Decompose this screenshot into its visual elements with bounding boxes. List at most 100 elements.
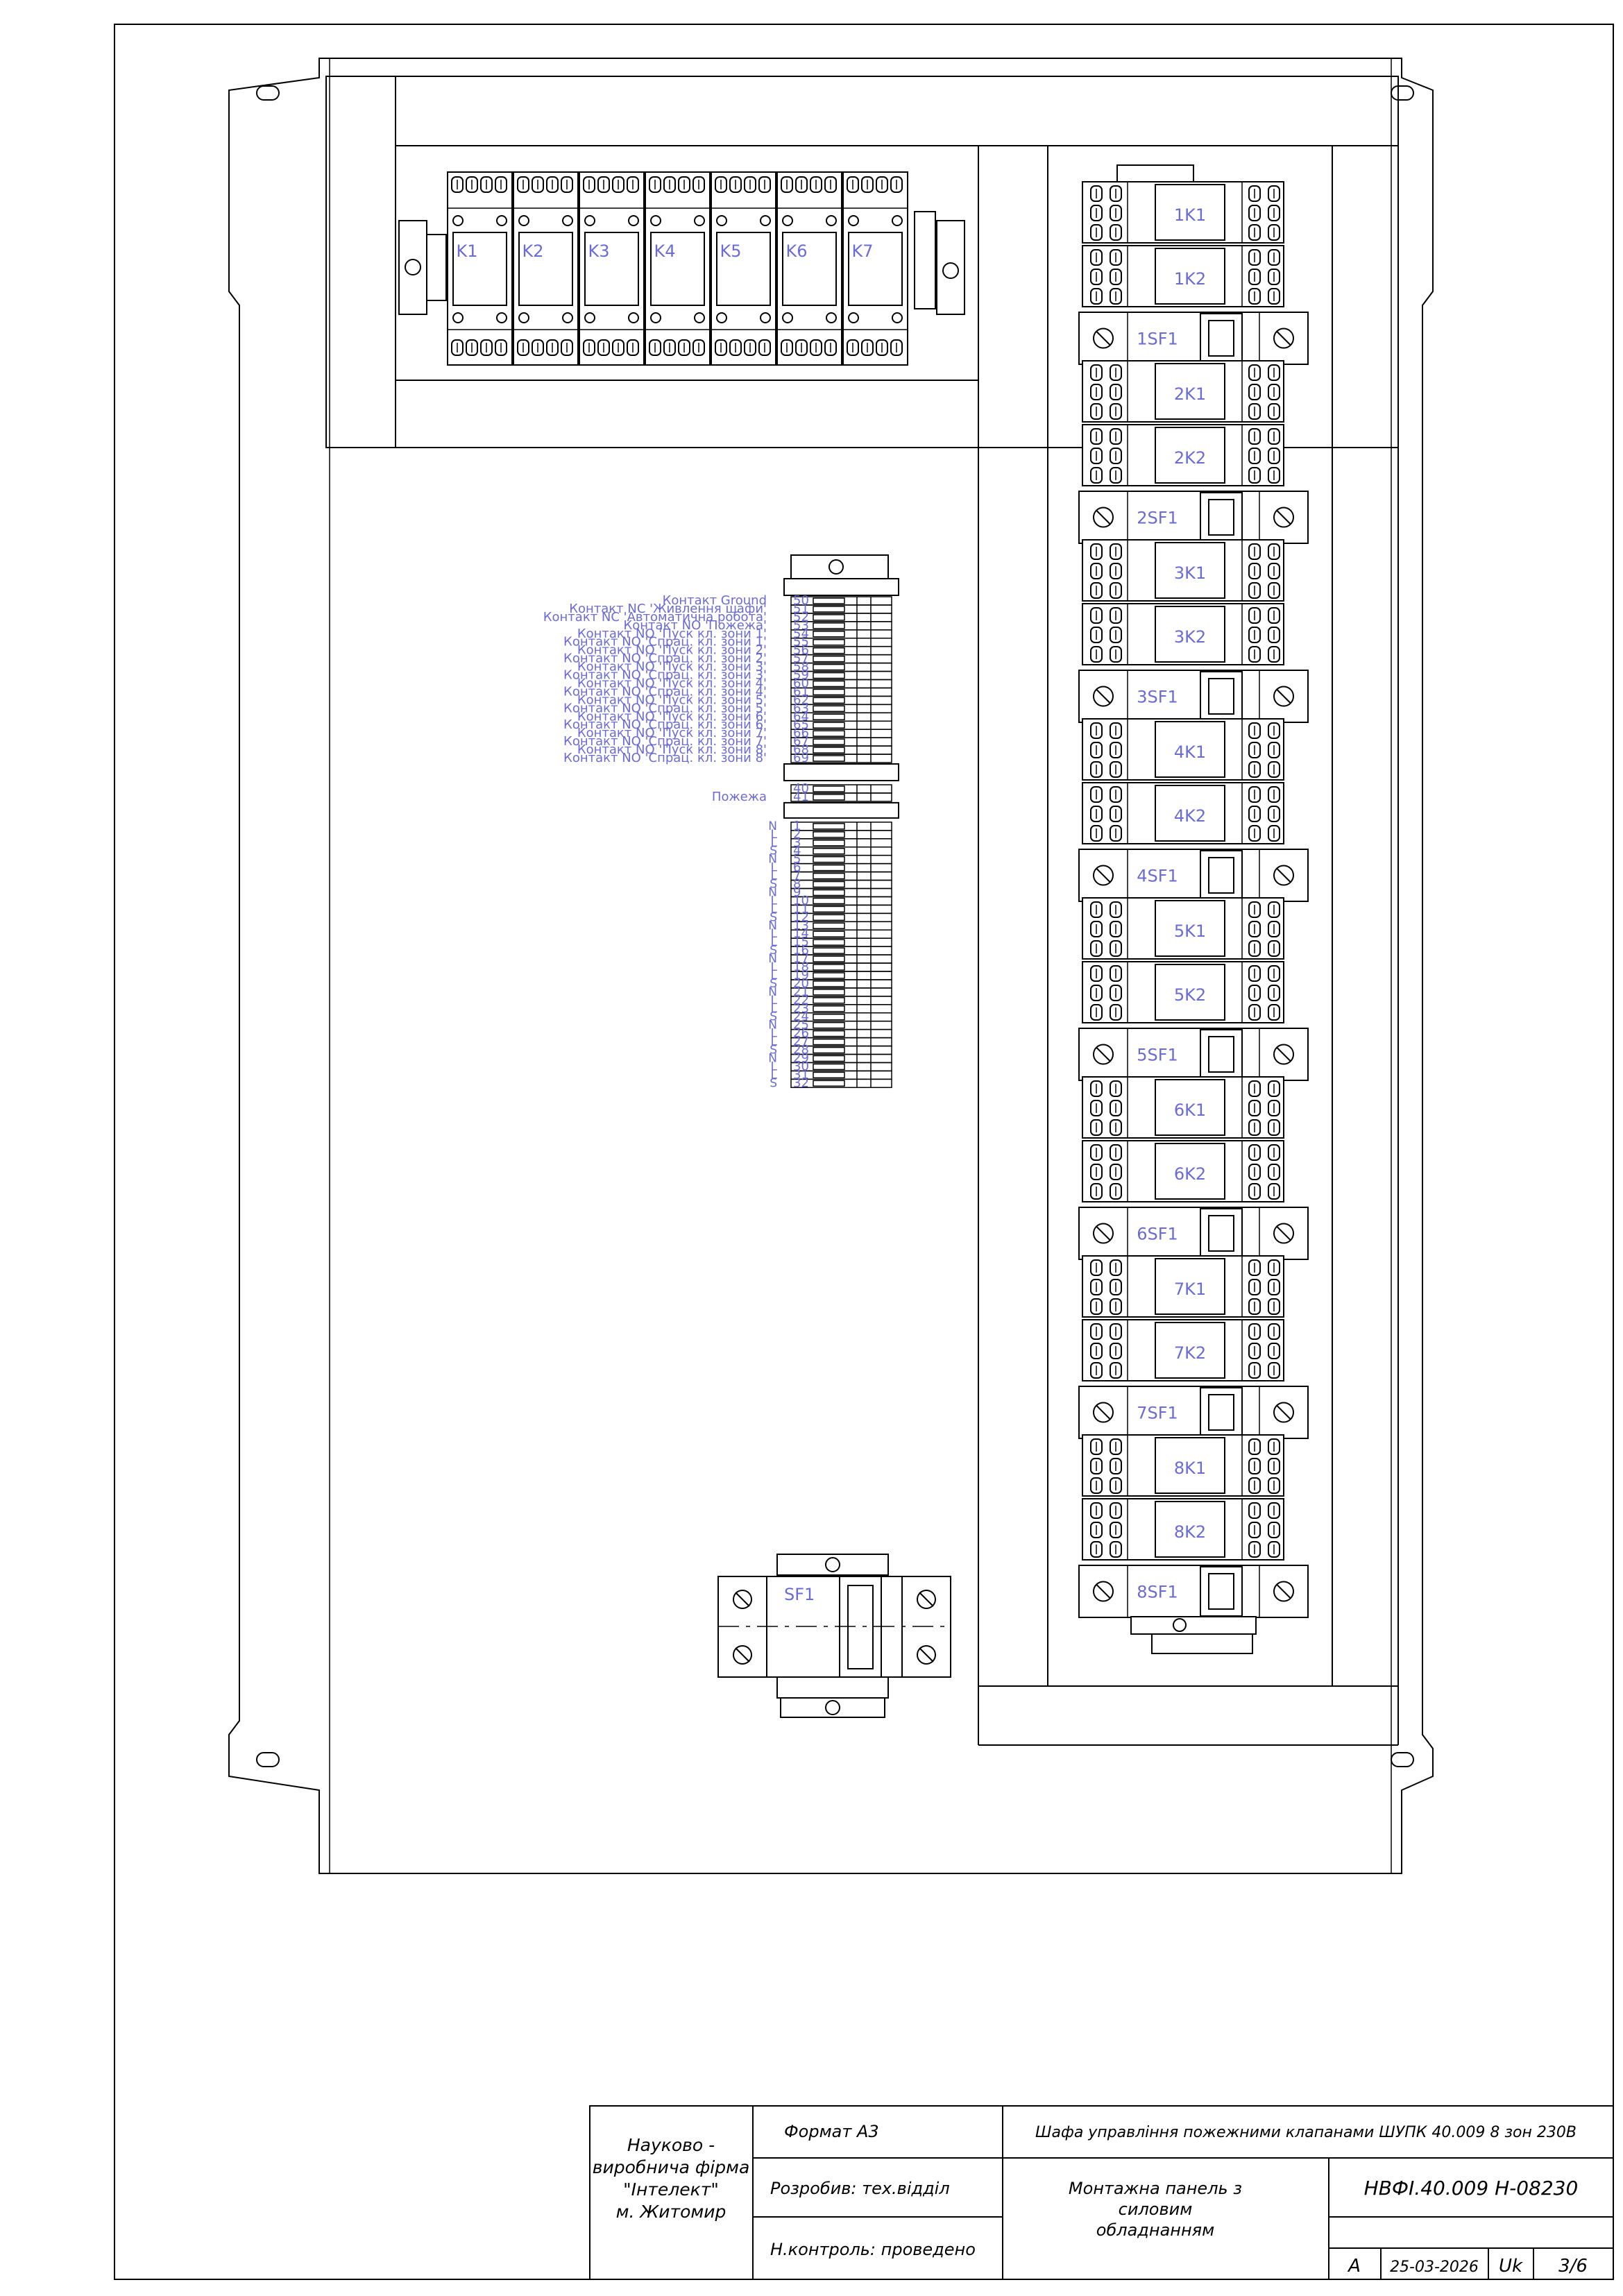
terminal-number: 64	[793, 709, 809, 724]
screw-terminal	[1268, 1522, 1280, 1538]
contactor-label: 7K1	[1174, 1279, 1206, 1299]
breaker-handle-inner	[1208, 1573, 1234, 1610]
breaker-screw-slot	[1096, 688, 1111, 704]
screw-terminal	[1268, 403, 1280, 420]
end-stop-right-screw	[942, 262, 959, 279]
screw-terminal	[1268, 1323, 1280, 1340]
screw-terminal	[824, 339, 837, 356]
screw-terminal	[1248, 185, 1261, 202]
relay-k2: K2	[513, 171, 579, 366]
terminal-number: 58	[793, 660, 809, 674]
terminal-label: L	[771, 902, 778, 916]
main-breaker-screw-2-slot	[735, 1647, 750, 1663]
screw-terminal	[1110, 742, 1122, 758]
tb-date: 25-03-2026	[1390, 2259, 1479, 2276]
terminal-number: 25	[793, 1018, 809, 1032]
screw-terminal	[1110, 1119, 1122, 1136]
screw-terminal	[663, 339, 676, 356]
screw-terminal	[1090, 965, 1103, 982]
terminal-label: Контакт NO 'Пуск кл. зони 2'	[577, 643, 767, 658]
contactor-label: 2K1	[1174, 384, 1206, 404]
screw-terminal	[495, 339, 507, 356]
terminal-number: 3	[793, 835, 801, 850]
terminal-slot	[813, 1038, 845, 1046]
terminal-slot	[813, 964, 845, 971]
contactor-window	[1155, 1143, 1225, 1200]
screw-terminal	[1110, 1502, 1122, 1519]
screw-terminal	[1090, 1438, 1103, 1455]
screw-terminal	[744, 176, 756, 193]
screw-terminal	[1090, 288, 1103, 305]
terminal-label: Контакт NO 'Спрац. кл. зони 3'	[563, 668, 767, 683]
breaker-screw-slot	[1276, 1225, 1291, 1241]
screw-terminal	[1110, 761, 1122, 778]
relay-window	[452, 232, 507, 306]
relay-screw	[892, 312, 903, 323]
terminal-label: Контакт NO 'Спрац. кл. зони 5'	[563, 701, 767, 715]
tb-top-clamp	[790, 554, 889, 579]
terminal-slot	[813, 1005, 845, 1012]
screw-terminal	[466, 176, 478, 193]
relay-window	[650, 232, 705, 306]
end-stop-right-inner	[914, 211, 936, 309]
breaker-screw-slot	[1276, 688, 1291, 704]
screw-terminal	[1268, 1298, 1280, 1315]
screw-terminal	[1248, 563, 1261, 579]
screw-terminal	[1268, 646, 1280, 663]
tb-sheet-title-1: Монтажна панель з	[1069, 2179, 1242, 2198]
breaker-screw	[1093, 1223, 1114, 1244]
screw-terminal	[663, 176, 676, 193]
screw-terminal	[1268, 786, 1280, 803]
terminal-number: 56	[793, 643, 809, 658]
screw-terminal	[1268, 1100, 1280, 1116]
screw-terminal	[597, 176, 610, 193]
tb-sheet-title-2: силовим	[1119, 2200, 1193, 2219]
screw-terminal	[1268, 1362, 1280, 1379]
screw-terminal	[1110, 1080, 1122, 1097]
breaker-handle-inner	[1208, 1394, 1234, 1431]
screw-terminal	[1090, 761, 1103, 778]
tb-company-2: виробнича фірма	[593, 2157, 750, 2177]
breaker-screw-slot	[1276, 330, 1291, 346]
relay-label: K6	[785, 241, 807, 261]
screw-terminal	[1090, 1119, 1103, 1136]
screw-terminal	[1268, 627, 1280, 643]
screw-terminal	[1090, 1343, 1103, 1359]
screw-terminal	[1268, 1343, 1280, 1359]
screw-terminal	[692, 339, 705, 356]
screw-terminal	[612, 176, 624, 193]
screw-terminal	[1090, 985, 1103, 1001]
relay-label: K4	[654, 241, 675, 261]
terminal-slot	[813, 705, 845, 713]
terminal-number: 2	[793, 827, 801, 842]
relay-body	[513, 171, 579, 366]
breaker-label: 8SF1	[1137, 1583, 1178, 1602]
screw-terminal	[1110, 1298, 1122, 1315]
terminal-slot	[813, 831, 845, 838]
relay-k7: K7	[842, 171, 908, 366]
screw-terminal	[1248, 403, 1261, 420]
terminal-label: Контакт NO 'Спрац. кл. зони 1'	[563, 635, 767, 649]
terminal-number: 54	[793, 627, 809, 641]
terminal-label: N	[768, 985, 777, 999]
screw-terminal	[1090, 1100, 1103, 1116]
terminal-slot	[813, 864, 845, 871]
relay-screw	[694, 215, 705, 226]
terminal-slot	[813, 823, 845, 830]
end-stop-left	[398, 220, 427, 315]
terminal-31: 31L	[771, 1067, 892, 1082]
screw-terminal	[1090, 1279, 1103, 1295]
screw-terminal	[1268, 1259, 1280, 1276]
terminal-number: 62	[793, 692, 809, 707]
screw-terminal	[627, 339, 639, 356]
terminal-number: 6	[793, 860, 801, 875]
screw-terminal	[1248, 825, 1261, 842]
relay-window	[848, 232, 903, 306]
screw-terminal	[1268, 921, 1280, 937]
contactor-window	[1155, 184, 1225, 241]
terminal-number: 9	[793, 885, 801, 899]
contactor-label: 8K2	[1174, 1522, 1206, 1542]
